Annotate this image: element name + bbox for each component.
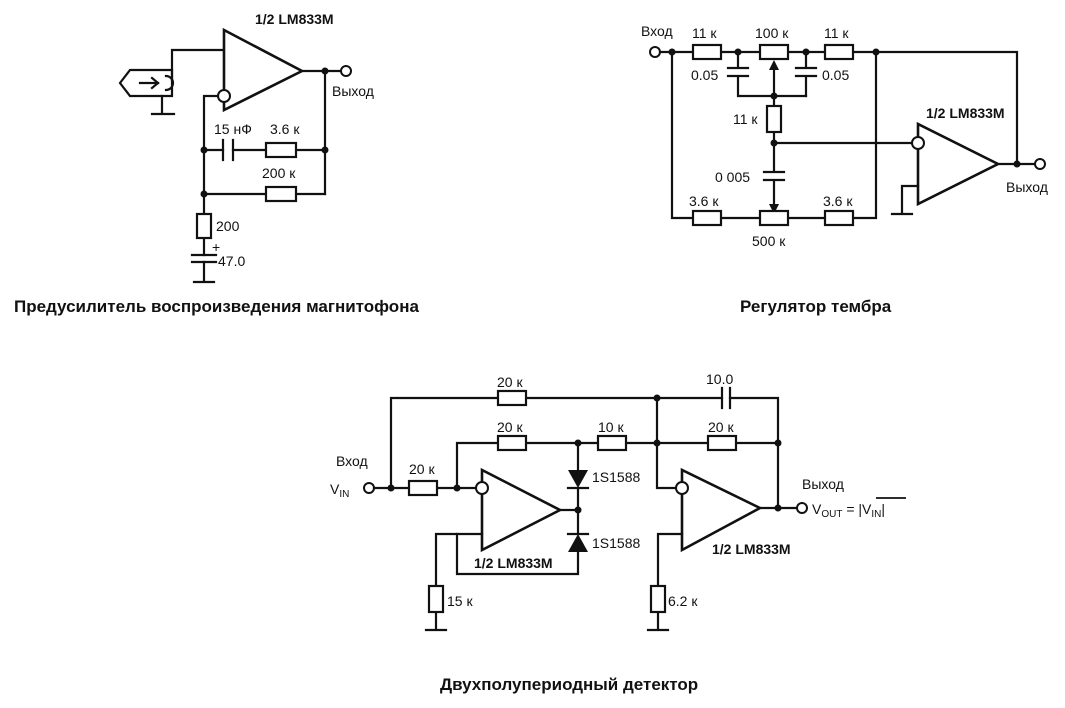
preamp-r1-label: 3.6 к: [270, 121, 300, 137]
tone-r-br: [823, 209, 855, 227]
tone-pot-100k: [758, 43, 790, 61]
tone-output-terminal: [1034, 158, 1046, 170]
detector-input-terminal: [363, 482, 375, 494]
detector-d2-label: 1S1588: [592, 535, 640, 551]
preamp-r-3.6k: [264, 141, 298, 159]
detector-chip1-label: 1/2 LM833M: [474, 555, 553, 571]
tone-r-out: [823, 43, 855, 61]
detector-r-g1-label: 15 к: [447, 593, 473, 609]
detector-input-label: Вход: [336, 453, 368, 469]
preamp-c2-plus: +: [212, 239, 220, 255]
detector-r-top-label: 20 к: [497, 374, 523, 390]
tone-caption: Регулятор тембра: [740, 297, 892, 316]
tone-r-br-label: 3.6 к: [823, 193, 853, 209]
preamp-opamp: [222, 27, 305, 113]
detector-vin-label: VIN: [330, 481, 349, 500]
tone-r-mid: [765, 104, 783, 134]
preamp-r3-label: 200: [216, 218, 240, 234]
tone-c-right-label: 0.05: [822, 67, 849, 83]
tone-r-bl: [691, 209, 723, 227]
preamp-chip-label: 1/2 LM833M: [255, 11, 334, 27]
tone-pot1-label: 100 к: [755, 25, 789, 41]
detector-r-mid-label: 10 к: [598, 419, 624, 435]
detector-output-label: Выход: [802, 476, 844, 492]
detector-caption: Двухполупериодный детектор: [440, 675, 698, 694]
detector-vout-label: VOUT = |VIN|: [812, 501, 885, 520]
tone-r-mid-label: 11 к: [733, 111, 758, 127]
detector-opamp-1: [480, 467, 563, 553]
tone-opamp: [916, 121, 1001, 207]
tone-input-terminal: [649, 46, 661, 58]
detector-r-top: [496, 389, 528, 407]
tone-pot-500k: [758, 209, 790, 227]
preamp-c1-label: 15 нФ: [214, 121, 252, 137]
detector-r-fb2: [706, 434, 738, 452]
detector-r-g1: [427, 584, 445, 614]
tone-control-circuit: Вход 11 к 100 к 11 к 0.05 0.05 11 к 0 00…: [641, 23, 1048, 316]
preamp-caption: Предусилитель воспроизведения магнитофон…: [14, 297, 419, 316]
detector-circuit: 20 к 10.0 20 к 10 к 20 к Вход VIN 20 к 1…: [330, 371, 906, 694]
detector-r-mid: [596, 434, 628, 452]
preamp-r-200k: [264, 185, 298, 203]
detector-d1-label: 1S1588: [592, 469, 640, 485]
detector-r-in-label: 20 к: [409, 461, 435, 477]
detector-r-fb2-label: 20 к: [708, 419, 734, 435]
preamp-r2-label: 200 к: [262, 165, 296, 181]
inverting-input-bubble: [217, 89, 231, 103]
preamp-output-terminal: [340, 65, 352, 77]
tone-r-in: [691, 43, 723, 61]
tone-r-out-label: 11 к: [824, 25, 849, 41]
preamp-output-label: Выход: [332, 83, 374, 99]
detector-r-in: [407, 479, 439, 497]
tone-c-mid-label: 0 005: [715, 169, 750, 185]
detector-output-terminal: [796, 502, 808, 514]
preamp-c2-label: 47.0: [218, 253, 245, 269]
tape-head-symbol: [118, 68, 176, 116]
detector-opamp-2: [680, 467, 763, 553]
detector-r-g2-label: 6.2 к: [668, 593, 698, 609]
detector-r-fb1-label: 20 к: [497, 419, 523, 435]
tone-pot2-label: 500 к: [752, 233, 786, 249]
tone-chip-label: 1/2 LM833M: [926, 105, 1005, 121]
tone-r-in-label: 11 к: [692, 25, 717, 41]
tone-c-left-label: 0.05: [691, 67, 718, 83]
tone-input-label: Вход: [641, 23, 673, 39]
detector-chip2-label: 1/2 LM833M: [712, 541, 791, 557]
detector-r-g2: [649, 584, 667, 614]
preamp-r-200: [195, 212, 213, 240]
preamp-circuit: 1/2 LM833M Выход 15 нФ 3.6 к 200 к 200 +…: [14, 11, 419, 316]
tone-r-bl-label: 3.6 к: [689, 193, 719, 209]
detector-c-top-label: 10.0: [706, 371, 733, 387]
tone-output-label: Выход: [1006, 179, 1048, 195]
detector-r-fb1: [496, 434, 528, 452]
